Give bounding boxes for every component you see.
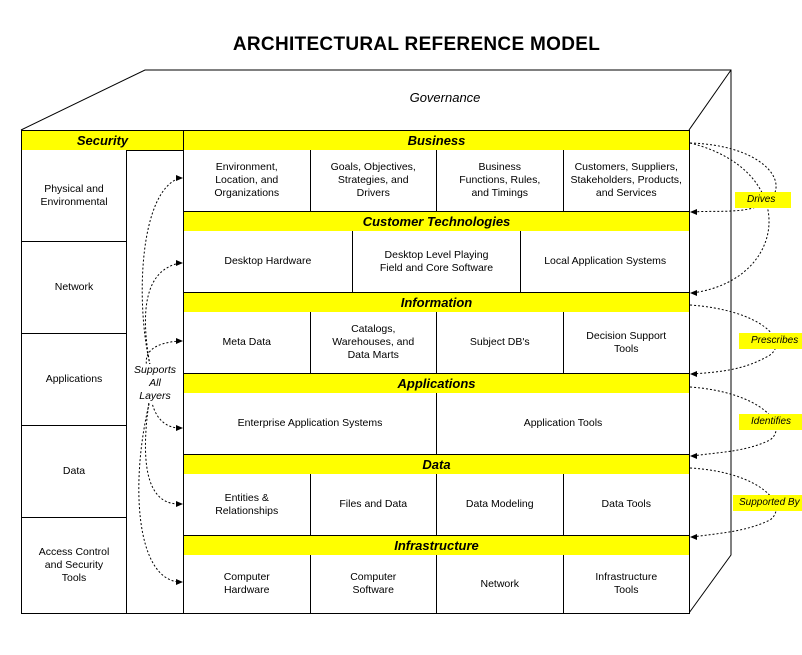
data-cell: Files and Data (311, 474, 437, 535)
layer-header-information: Information (183, 292, 690, 313)
layer-row-business: Environment, Location, and Organizations… (183, 150, 690, 212)
relation-label-supported-by: Supported By (733, 495, 802, 511)
security-item-data: Data (22, 426, 126, 518)
layer-header-infrastructure: Infrastructure (183, 535, 690, 556)
security-column: Physical and Environmental Network Appli… (21, 150, 127, 614)
infrastructure-cell: Infrastructure Tools (595, 571, 658, 596)
security-item-physical: Physical and Environmental (22, 150, 126, 242)
customer-tech-cell: Local Application Systems (544, 255, 667, 267)
infrastructure-cell: Computer Software (311, 555, 437, 613)
business-cell: Environment, Location, and Organizations (184, 150, 311, 211)
cube-depth-edge (688, 69, 732, 131)
relation-label-drives: Drives (735, 192, 791, 208)
data-cell: Data Modeling (437, 474, 564, 535)
information-cell: Decision Support Tools (586, 329, 667, 355)
layer-row-infrastructure: Computer Hardware Computer Software Netw… (183, 555, 690, 614)
security-item-applications: Applications (22, 334, 126, 426)
business-cell: Business Functions, Rules, and Timings (437, 150, 564, 211)
supports-arrowheads (176, 175, 183, 585)
layer-header-customer-technologies: Customer Technologies (183, 211, 690, 232)
relation-arrowheads (690, 209, 697, 540)
infrastructure-cell: Computer Hardware (184, 555, 311, 613)
customer-tech-cell: Desktop Level Playing Field and Core Sof… (353, 231, 522, 292)
data-cell: Data Tools (601, 498, 651, 510)
layer-row-applications: Enterprise Application Systems Applicati… (183, 393, 690, 455)
business-cell: Goals, Objectives, Strategies, and Drive… (311, 150, 437, 211)
layer-row-data: Entities & Relationships Files and Data … (183, 474, 690, 536)
layer-header-data: Data (183, 454, 690, 475)
information-cell: Subject DB's (437, 312, 564, 373)
applications-cell: Enterprise Application Systems (184, 393, 437, 454)
supports-all-layers-label: Supports All Layers (130, 364, 180, 403)
relation-label-prescribes: Prescribes (739, 333, 802, 349)
relation-label-identifies: Identifies (739, 414, 802, 430)
business-cell: Customers, Suppliers, Stakeholders, Prod… (570, 161, 682, 199)
data-cell: Entities & Relationships (184, 474, 311, 535)
applications-cell: Application Tools (523, 417, 603, 429)
infrastructure-cell: Network (437, 555, 564, 613)
security-item-access-control: Access Control and Security Tools (38, 546, 110, 584)
governance-label: Governance (409, 90, 481, 105)
information-cell: Meta Data (184, 312, 311, 373)
customer-tech-cell: Desktop Hardware (184, 231, 353, 292)
layer-row-information: Meta Data Catalogs, Warehouses, and Data… (183, 312, 690, 374)
layer-row-customer-technologies: Desktop Hardware Desktop Level Playing F… (183, 231, 690, 293)
diagram-title: ARCHITECTURAL REFERENCE MODEL (232, 34, 601, 55)
security-header: Security (21, 130, 184, 151)
layer-header-business: Business (183, 130, 690, 151)
layer-header-applications: Applications (183, 373, 690, 394)
information-cell: Catalogs, Warehouses, and Data Marts (311, 312, 437, 373)
security-item-network: Network (22, 242, 126, 334)
